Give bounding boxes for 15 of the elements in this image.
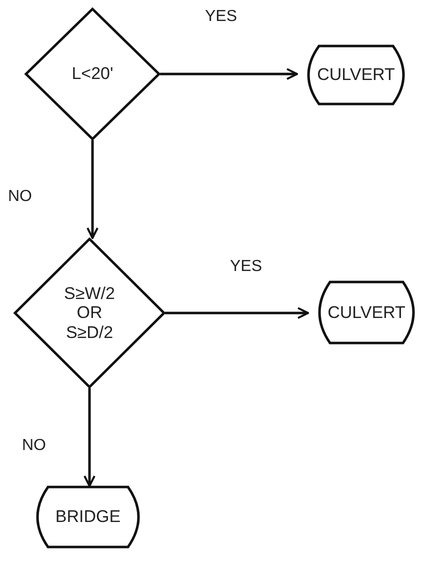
decision-diamond [25,8,160,140]
arrow [165,307,309,319]
node-label: S≥W/2 OR S≥D/2 [63,284,116,342]
arrow [160,68,298,80]
edge-label: NO [22,437,46,455]
node-label: CULVERT [317,65,395,85]
node-label: L<20' [72,64,114,84]
edge-label: YES [205,8,238,26]
decision-diamond [14,238,165,388]
edge-label: YES [230,258,262,276]
edge-label: NO [8,188,32,206]
arrow [86,140,98,239]
node-label: BRIDGE [55,507,121,527]
node-label: CULVERT [328,302,406,322]
arrow [84,388,96,487]
